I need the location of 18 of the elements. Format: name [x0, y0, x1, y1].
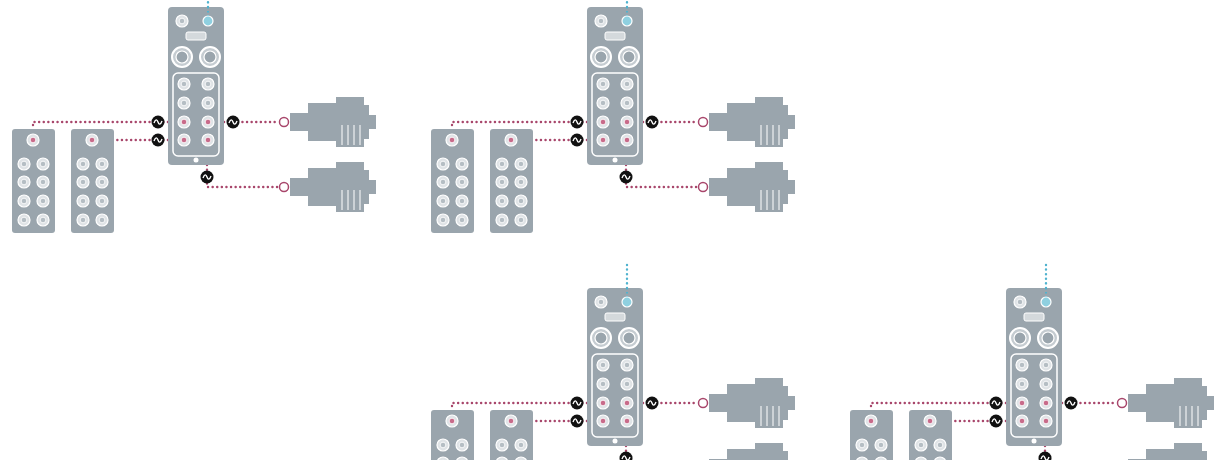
dotted-signal-line — [206, 0, 210, 9]
io-box-drawing — [71, 129, 114, 233]
dotted-cable-line — [205, 163, 280, 189]
io-module-drawing — [168, 7, 224, 165]
io-module-drawing — [587, 7, 643, 165]
plug-connector-drawing — [1116, 376, 1214, 430]
io-module-drawing — [1006, 288, 1062, 446]
plug-connector-drawing — [278, 95, 376, 149]
plug-connector-drawing — [278, 160, 376, 214]
dotted-cable-line — [624, 163, 699, 189]
io-box-drawing — [12, 129, 55, 233]
plug-connector-drawing — [697, 376, 795, 430]
dotted-signal-line — [625, 0, 629, 9]
plug-connector-drawing — [697, 160, 795, 214]
plug-connector-drawing — [697, 95, 795, 149]
io-module-drawing — [587, 288, 643, 446]
io-box-drawing — [490, 129, 533, 233]
io-box-drawing — [431, 129, 474, 233]
